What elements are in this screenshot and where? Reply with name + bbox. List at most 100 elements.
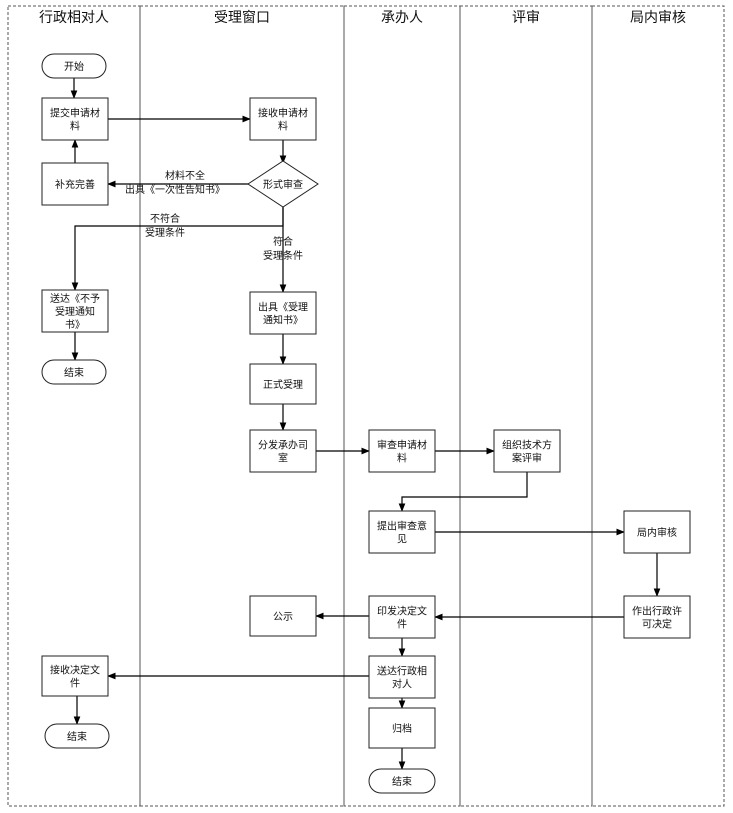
node-label: 提交申请材	[50, 107, 100, 120]
node-label: 局内审核	[637, 526, 677, 539]
lane-border	[139, 5, 345, 807]
process-box	[249, 595, 317, 637]
node-label: 组织技术方	[502, 439, 552, 452]
node-publicize: 公示	[249, 595, 317, 637]
lane-title: 局内审核	[630, 10, 686, 26]
node-label: 案评审	[512, 452, 542, 465]
terminal-shape	[368, 768, 436, 794]
edge-label: 材料不全	[165, 169, 205, 182]
lane-border	[591, 5, 725, 807]
node-label: 归档	[392, 722, 412, 735]
lane-review: 评审	[459, 5, 593, 807]
lane-handler: 承办人	[343, 5, 461, 807]
node-label: 开始	[64, 60, 84, 73]
node-label: 室	[278, 452, 288, 465]
terminal-shape	[41, 359, 107, 385]
process-box	[41, 97, 109, 141]
lane-title: 评审	[512, 10, 540, 26]
process-box	[623, 595, 691, 639]
decision-diamond	[247, 160, 319, 208]
node-label: 接收申请材	[258, 107, 308, 120]
edge-label: 受理条件	[145, 226, 185, 239]
swimlanes: 行政相对人受理窗口承办人评审局内审核	[7, 5, 725, 807]
edge-label: 出具《一次性告知书》	[125, 183, 225, 196]
node-start: 开始	[41, 53, 107, 79]
lane-window: 受理窗口	[139, 5, 345, 807]
process-box	[249, 291, 317, 335]
process-box	[368, 595, 436, 639]
edge-label: 不符合	[150, 212, 180, 225]
node-label: 对人	[392, 678, 412, 691]
process-box	[249, 363, 317, 405]
node-accept: 正式受理	[249, 363, 317, 405]
node-archive: 归档	[368, 707, 436, 749]
node-end1: 结束	[41, 359, 107, 385]
node-supplement: 补充完善	[41, 162, 109, 206]
node-label: 料	[70, 120, 80, 133]
edge-label: 受理条件	[263, 249, 303, 262]
node-label: 审查申请材	[377, 439, 427, 452]
node-label: 结束	[64, 366, 84, 379]
edge-label: 符合	[273, 235, 293, 248]
terminal-shape	[41, 53, 107, 79]
lane-border	[343, 5, 461, 807]
node-label: 分发承办司	[258, 439, 308, 452]
node-label: 作出行政许	[632, 605, 682, 618]
lane-bureau: 局内审核	[591, 5, 725, 807]
node-label: 补充完善	[55, 178, 95, 191]
node-label: 公示	[273, 612, 293, 623]
connector-arrow	[398, 472, 528, 512]
node-internal-review: 局内审核	[623, 510, 691, 554]
process-box	[249, 97, 317, 141]
terminal-shape	[44, 723, 110, 749]
node-end3: 结束	[368, 768, 436, 794]
node-label: 送达《不予	[50, 292, 100, 305]
lane-border	[459, 5, 593, 807]
node-label: 料	[397, 452, 407, 465]
node-label: 受理通知	[55, 305, 95, 318]
node-label: 提出审查意	[377, 520, 427, 533]
node-label: 形式审查	[263, 178, 303, 191]
process-box	[41, 289, 109, 333]
node-label: 件	[397, 619, 407, 631]
node-label: 可决定	[642, 618, 672, 631]
lane-title: 行政相对人	[39, 10, 109, 26]
node-formal-check: 形式审查	[247, 160, 319, 208]
node-label: 件	[70, 678, 80, 690]
process-box	[493, 429, 561, 473]
node-label: 印发决定文	[377, 605, 427, 618]
node-label: 通知书》	[263, 314, 303, 327]
node-label: 出具《受理	[258, 301, 308, 314]
process-box	[41, 655, 109, 697]
node-label: 接收决定文	[50, 664, 100, 677]
node-label: 书》	[65, 319, 85, 331]
node-label: 料	[278, 120, 288, 133]
node-end2: 结束	[44, 723, 110, 749]
process-box	[368, 510, 436, 554]
node-label: 正式受理	[263, 378, 303, 391]
node-label: 结束	[67, 730, 87, 743]
process-box	[368, 655, 436, 699]
node-label: 结束	[392, 775, 412, 788]
process-box	[368, 429, 436, 473]
lane-title: 承办人	[381, 10, 423, 26]
process-box	[249, 429, 317, 473]
edge-tech_review-to-opinion	[398, 472, 528, 512]
node-label: 见	[397, 534, 407, 546]
process-box	[623, 510, 691, 554]
